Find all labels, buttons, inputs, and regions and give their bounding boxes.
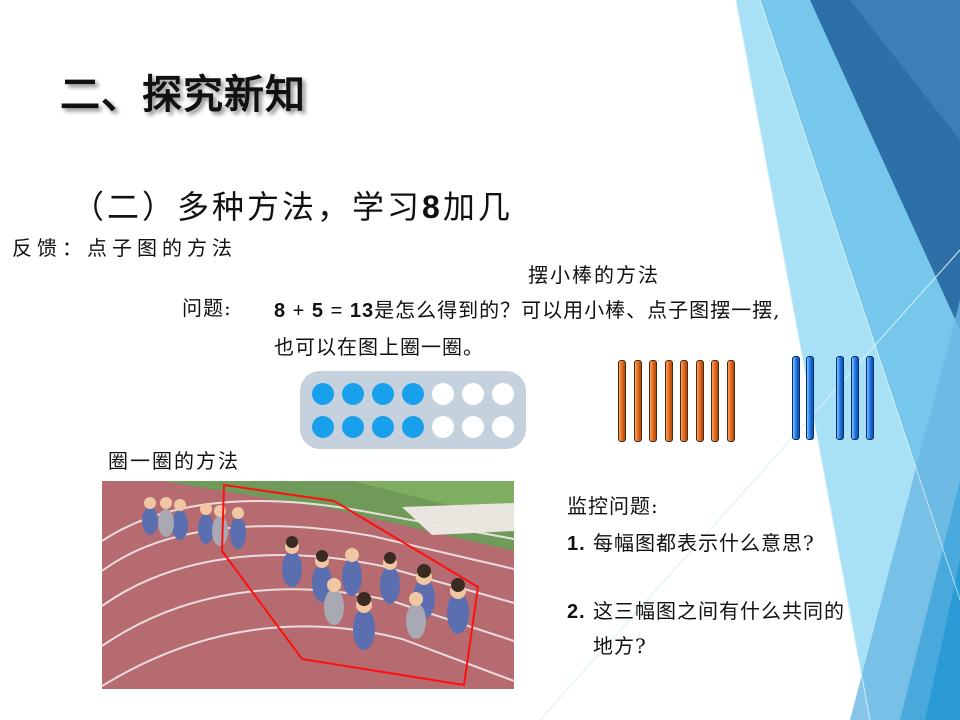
dot-blue-r1-c3: [372, 383, 394, 405]
subheading-prefix: （二）多种方法，学习: [72, 188, 423, 226]
sticks-method-label: 摆小棒的方法: [528, 263, 660, 287]
addend-b: 5: [311, 300, 325, 322]
monitor-q1-text: 每幅图都表示什么意思?: [585, 531, 815, 555]
question-text-line2: 也可以在图上圈一圈。: [274, 335, 484, 359]
dot-blue-r2-c1: [312, 416, 334, 438]
dot-blue-r1-c2: [342, 383, 364, 405]
dot-blue-r2-c3: [372, 416, 394, 438]
orange-stick: [618, 360, 626, 442]
blue-stick: [866, 356, 874, 440]
subheading-suffix: 加几: [442, 188, 513, 226]
dot-blue-r2-c2: [342, 416, 364, 438]
dot-blue-r1-c1: [312, 383, 334, 405]
dot-white-r2-c6: [462, 416, 484, 438]
addend-a: 8: [274, 300, 287, 322]
running-track-illustration: [102, 481, 514, 689]
dot-blue-r2-c4: [402, 416, 424, 438]
red-circling-outline: [220, 483, 480, 687]
dot-blue-r1-c4: [402, 383, 424, 405]
dot-frame: [300, 371, 526, 449]
monitor-question-2: 2. 这三幅图之间有什么共同的地方?: [567, 594, 937, 663]
subheading-number: 8: [422, 189, 443, 225]
dot-white-r1-c5: [432, 383, 454, 405]
question-label: 问题:: [182, 296, 232, 320]
dot-white-r1-c7: [492, 383, 514, 405]
feedback-label: 反馈：点子图的方法: [12, 236, 237, 260]
orange-stick: [664, 360, 673, 442]
blue-stick: [851, 356, 859, 440]
track-scene: [102, 481, 514, 689]
circle-method-label: 圈一圈的方法: [108, 449, 240, 473]
sum-value: 13: [349, 300, 375, 322]
monitor-q2-text-line1: 这三幅图之间有什么共同的: [585, 599, 846, 623]
runners-group: [142, 497, 469, 650]
orange-stick: [633, 360, 642, 442]
orange-stick: [680, 360, 688, 442]
blue-stick: [806, 356, 814, 440]
orange-stick: [711, 360, 719, 442]
monitor-q2-text-line2: 地方?: [593, 634, 647, 658]
dot-white-r2-c7: [492, 416, 514, 438]
monitor-question-1: 1. 每幅图都表示什么意思?: [567, 526, 937, 561]
dot-white-r1-c6: [462, 383, 484, 405]
orange-stick: [695, 360, 704, 442]
plus-sign: +: [286, 300, 312, 322]
blue-stick: [836, 356, 844, 440]
question-body: 8 + 5 = 13是怎么得到的？可以用小棒、点子图摆一摆, 也可以在图上圈一圈…: [274, 292, 914, 365]
orange-stick: [649, 360, 657, 442]
blue-stick: [792, 356, 800, 440]
monitor-title: 监控问题:: [567, 494, 659, 518]
monitor-q1-number: 1.: [567, 533, 586, 555]
dot-white-r2-c5: [432, 416, 454, 438]
slide-heading: 二、探究新知: [60, 71, 306, 118]
monitor-q2-number: 2.: [567, 601, 586, 623]
section-subheading: （二）多种方法，学习8加几: [72, 182, 513, 228]
equals-sign: =: [324, 300, 350, 322]
orange-stick: [726, 360, 735, 442]
question-text-line1: 是怎么得到的？可以用小棒、点子图摆一摆,: [374, 298, 781, 322]
